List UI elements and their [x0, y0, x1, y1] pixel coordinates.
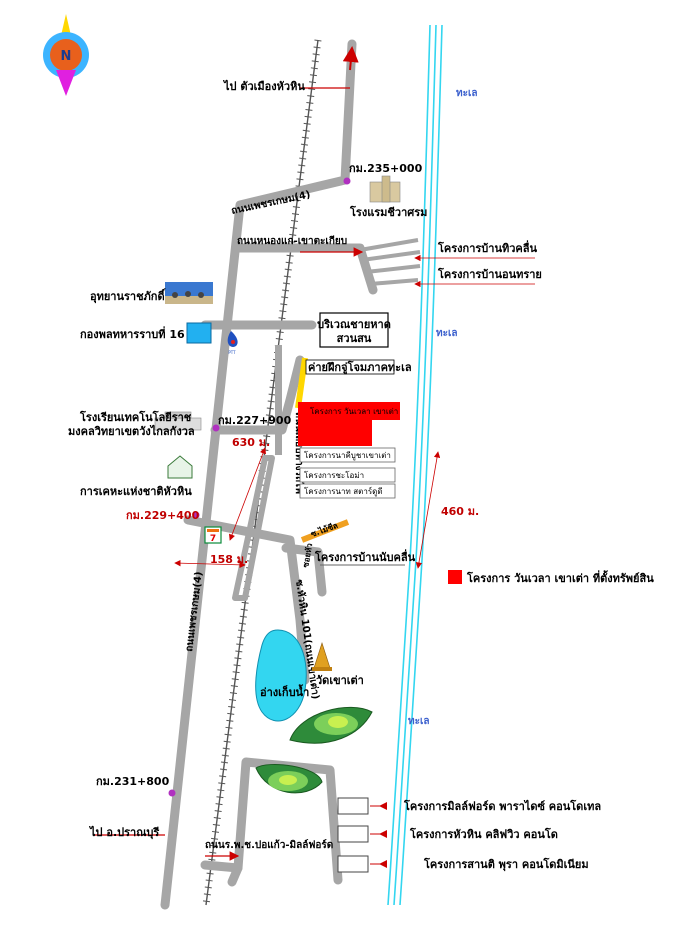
legend-label: โครงการ วันเวลา เขาเต่า ที่ตั้งทรัพย์สิน: [466, 570, 654, 585]
project-strip-label: โครงการชะโอม่า: [304, 470, 364, 480]
coastline: [387, 24, 443, 906]
road-label-phetkasem: ถนนเพชรเกษม(4): [184, 571, 205, 652]
km-marker: [168, 789, 176, 797]
km-marker: [212, 424, 220, 432]
regiment-label: กองพลทหารราบที่ 16: [80, 326, 185, 341]
to-town-label: ไป ตัวเมืองหัวหิน: [222, 79, 305, 93]
seven-eleven-icon: 7: [204, 526, 222, 544]
lower-project-plots: [337, 797, 369, 873]
km-label: กม.231+800: [96, 775, 170, 788]
legend-swatch: [448, 570, 462, 584]
agri-label: การเคหะแห่งชาติหัวหิน: [80, 485, 192, 498]
school-icon: [154, 411, 202, 431]
reservoir: [255, 629, 307, 722]
reservoir-label: อ่างเก็บน้ำ: [260, 684, 309, 699]
soi-road: [300, 519, 350, 543]
svg-text:PTT: PTT: [228, 350, 236, 355]
distance-label: 460 ม.: [441, 505, 479, 518]
road-label-nongkae: ถนนหนองแก-เขาตะเกียบ: [237, 235, 347, 247]
road-label-bottom: ถนนร.พ.ช.ปอแก้ว-มิลล์ฟอร์ด: [205, 839, 333, 851]
beach-label: สวนสน: [337, 332, 372, 345]
park-label: อุทยานราชภักดิ์: [90, 288, 166, 304]
sea-label: ทะเล: [408, 716, 430, 727]
park-photo: [165, 282, 213, 304]
school-label: มงคลวิทยาเขตวังไกลกังวล: [68, 424, 195, 438]
svg-text:7: 7: [210, 534, 216, 544]
temple-icon: [312, 642, 332, 671]
sea-label: ทะเล: [456, 88, 478, 99]
coastal-project-roads: [359, 238, 421, 286]
project-strips: [299, 447, 396, 499]
beach-label: บริเวณชายหาด: [317, 318, 391, 331]
to-pranburi-label: ไป อ.ปราณบุรี: [88, 825, 159, 840]
hotel-label: โรงแรมชีวาศรม: [349, 205, 427, 219]
svg-text:N: N: [61, 49, 72, 64]
hotel-icon: [369, 175, 401, 203]
camp-road: [295, 357, 308, 409]
project-label: โครงการบ้านทิวคลื่น: [437, 240, 537, 255]
km-marker: [192, 511, 200, 519]
main-project-label: โครงการ วันเวลา เขาเต่า: [310, 406, 398, 416]
camp-label: ค่ายฝึกจู่โจมภาคทะเล: [308, 360, 412, 375]
ptt-icon: PTT: [227, 331, 238, 355]
distance-label: 158 ม.: [210, 553, 248, 566]
compass-icon: N: [43, 14, 89, 96]
km-label: กม.235+000: [349, 162, 423, 175]
north-arrow: [342, 46, 359, 71]
project-label: โครงการบ้านอนทราย: [437, 267, 542, 281]
railway-side-road: [275, 345, 282, 455]
main-project-area: [298, 402, 400, 446]
distance-markers: [174, 447, 441, 569]
km-label: กม.229+400: [126, 509, 200, 522]
beach-box: [319, 312, 389, 348]
road-label-soi: ซอยหัว: [301, 542, 314, 568]
project-strip-label: โครงการนาท สตาร์ดูดี: [304, 486, 383, 497]
camp-box: [305, 359, 395, 375]
km-label: กม.227+900: [218, 414, 292, 427]
green-hill: [289, 706, 373, 744]
km-marker: [343, 177, 351, 185]
project-label: โครงการหัวหิน คลิฟวิว คอนโด: [409, 827, 558, 841]
housing-icon: [167, 455, 193, 479]
project-label: โครงการสานติ พุรา คอนโดมิเนียม: [423, 857, 589, 872]
temple-label: วัดเขาเต่า: [316, 674, 364, 687]
distance-label: 630 ม.: [232, 436, 270, 449]
regiment-icon: [186, 322, 212, 344]
project-label: โครงการบ้านนับคลื่น: [314, 549, 416, 564]
green-hill: [255, 763, 323, 794]
sea-label: ทะเล: [436, 328, 458, 339]
project-strip-label: โครงการนาคีบูชาเขาเต่า: [304, 450, 391, 461]
school-label: โรงเรียนเทคโนโลยีราช: [79, 410, 192, 424]
road-label-soi: ซ.ไม้ซีล: [309, 520, 339, 539]
project-label: โครงการมิลล์ฟอร์ด พาราไดซ์ คอนโดเทล: [403, 799, 601, 813]
